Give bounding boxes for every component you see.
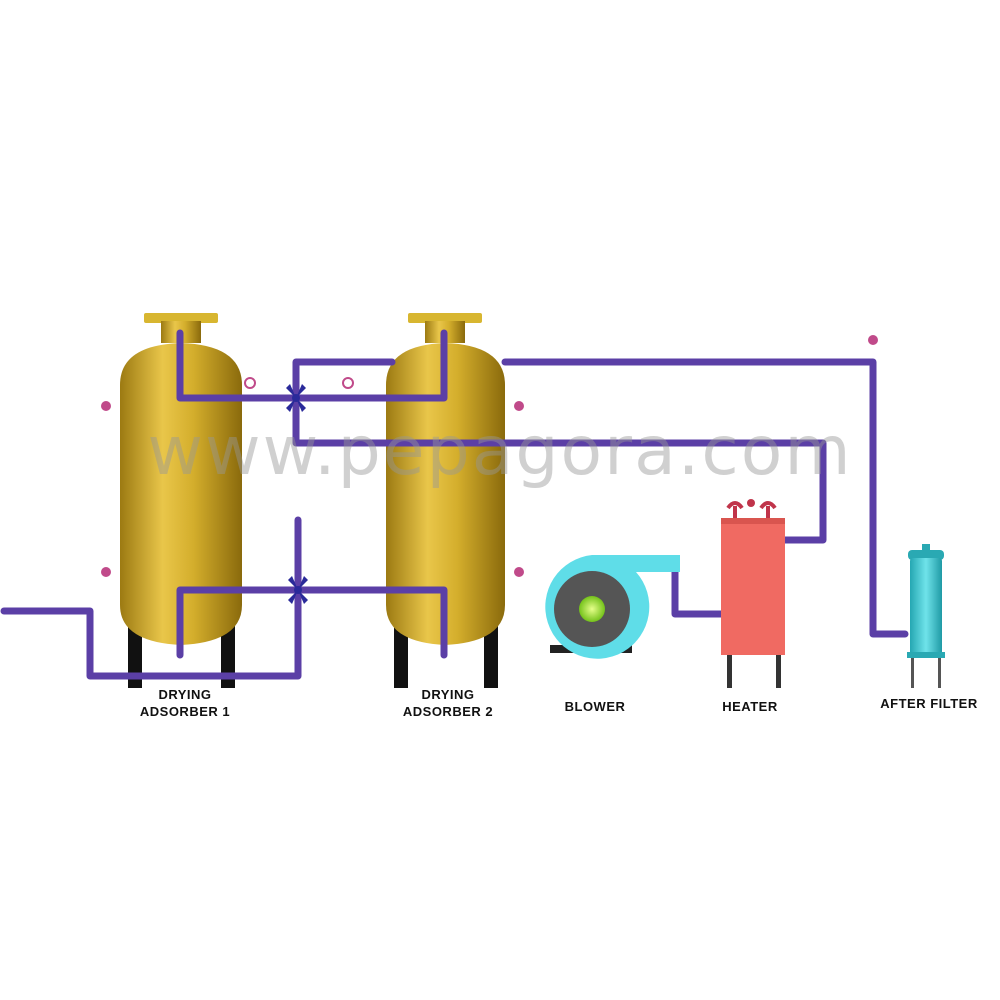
valve-hub — [292, 394, 300, 402]
gauge-icon — [868, 335, 878, 345]
heater-label: HEATER — [722, 699, 778, 714]
gauge-icon — [101, 567, 111, 577]
heater-leg — [776, 650, 781, 688]
after-filter — [907, 544, 945, 688]
gauge-icon — [244, 377, 256, 389]
valve-arrow-icon — [288, 590, 298, 604]
heater-leg — [727, 650, 732, 688]
adsorber-1-label: DRYING ADSORBER 1 — [115, 686, 255, 720]
heater-indicator — [747, 499, 755, 507]
heater-body — [721, 520, 785, 655]
blower — [545, 555, 680, 659]
valve-arrow-icon — [288, 576, 298, 590]
filter-leg — [911, 655, 914, 688]
valve-arrow-icon — [296, 398, 306, 412]
gauge-icon — [101, 401, 111, 411]
adsorber-1-top-flange — [144, 313, 218, 323]
blower-label: BLOWER — [564, 699, 626, 714]
adsorber-2-body — [386, 343, 505, 645]
adsorber-1-body — [120, 343, 242, 645]
top-valve-riser — [292, 358, 396, 402]
filter-bottom-cap — [907, 652, 945, 658]
heater-top-cap — [721, 518, 785, 524]
gauge-icon — [514, 567, 524, 577]
filter-top-nozzle — [922, 544, 930, 552]
after-filter-label: AFTER FILTER — [880, 696, 978, 711]
outlet-pipe — [501, 358, 909, 638]
top-manifold-right — [292, 329, 448, 402]
filter-leg — [938, 655, 941, 688]
heater — [721, 499, 785, 688]
bottom-manifold-right — [294, 586, 448, 659]
adsorber-2-label-line2: ADSORBER 2 — [402, 704, 494, 719]
filter-top-cap — [908, 550, 944, 560]
adsorber-2 — [386, 313, 524, 688]
adsorber-1-label-line2: ADSORBER 1 — [139, 704, 231, 719]
inlet-pipe — [0, 586, 302, 680]
gauge-icon — [514, 401, 524, 411]
vent-icon — [759, 501, 777, 518]
valve-arrow-icon — [286, 384, 296, 398]
blower-hub — [579, 596, 605, 622]
adsorber-1-label-line1: DRYING — [158, 687, 212, 702]
adsorber-2-label-line1: DRYING — [421, 687, 475, 702]
valve-arrow-icon — [296, 384, 306, 398]
top-manifold-left — [176, 329, 300, 402]
bottom-four-way-valve — [288, 576, 308, 604]
top-four-way-valve — [286, 384, 306, 412]
valve-arrow-icon — [286, 398, 296, 412]
vent-icon — [726, 501, 744, 518]
piping — [0, 329, 909, 680]
valve-arrow-icon — [298, 576, 308, 590]
regeneration-pipe — [292, 394, 827, 544]
adsorber-2-label: DRYING ADSORBER 2 — [378, 686, 518, 720]
filter-body — [910, 558, 942, 658]
valve-hub — [294, 586, 302, 594]
valve-arrow-icon — [298, 590, 308, 604]
gauge-icon — [342, 377, 354, 389]
adsorber-1 — [101, 313, 242, 688]
bottom-manifold-left — [176, 586, 302, 659]
adsorber-2-top-flange — [408, 313, 482, 323]
